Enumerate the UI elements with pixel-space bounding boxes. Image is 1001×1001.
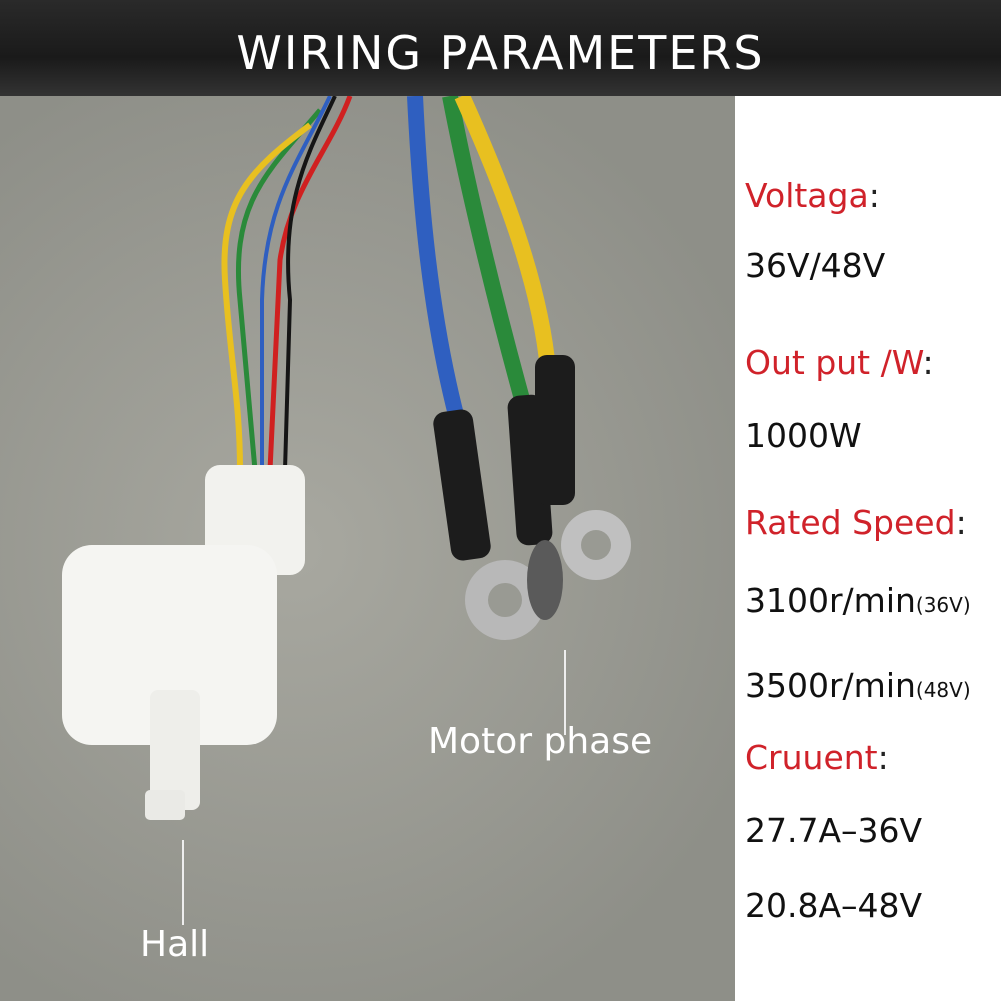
header-banner: WIRING PARAMETERS	[0, 0, 1001, 96]
motor-phase-label: Motor phase	[428, 721, 653, 762]
current-36v: 27.7A–36V	[745, 811, 923, 850]
current-48v: 20.8A–48V	[745, 886, 923, 925]
wiring-illustration	[62, 96, 631, 820]
page-title: WIRING PARAMETERS	[236, 26, 765, 80]
voltage-label: Voltaga:	[745, 176, 880, 215]
voltage-value: 36V/48V	[745, 246, 886, 285]
output-value: 1000W	[745, 416, 862, 455]
speed-48v: 3500r/min(48V)	[745, 666, 971, 705]
output-label: Out put /W:	[745, 343, 934, 382]
motor-phase-pointer-line	[564, 650, 566, 735]
hall-connector	[62, 465, 305, 820]
hall-pointer-line	[182, 840, 184, 925]
current-label: Cruuent:	[745, 738, 889, 777]
hall-label: Hall	[140, 924, 210, 965]
product-photo: Motor phase Hall	[0, 96, 735, 1001]
speed-36v: 3100r/min(36V)	[745, 581, 971, 620]
speed-label: Rated Speed:	[745, 503, 967, 542]
spec-panel: Voltaga: 36V/48V Out put /W: 1000W Rated…	[735, 96, 1001, 1001]
